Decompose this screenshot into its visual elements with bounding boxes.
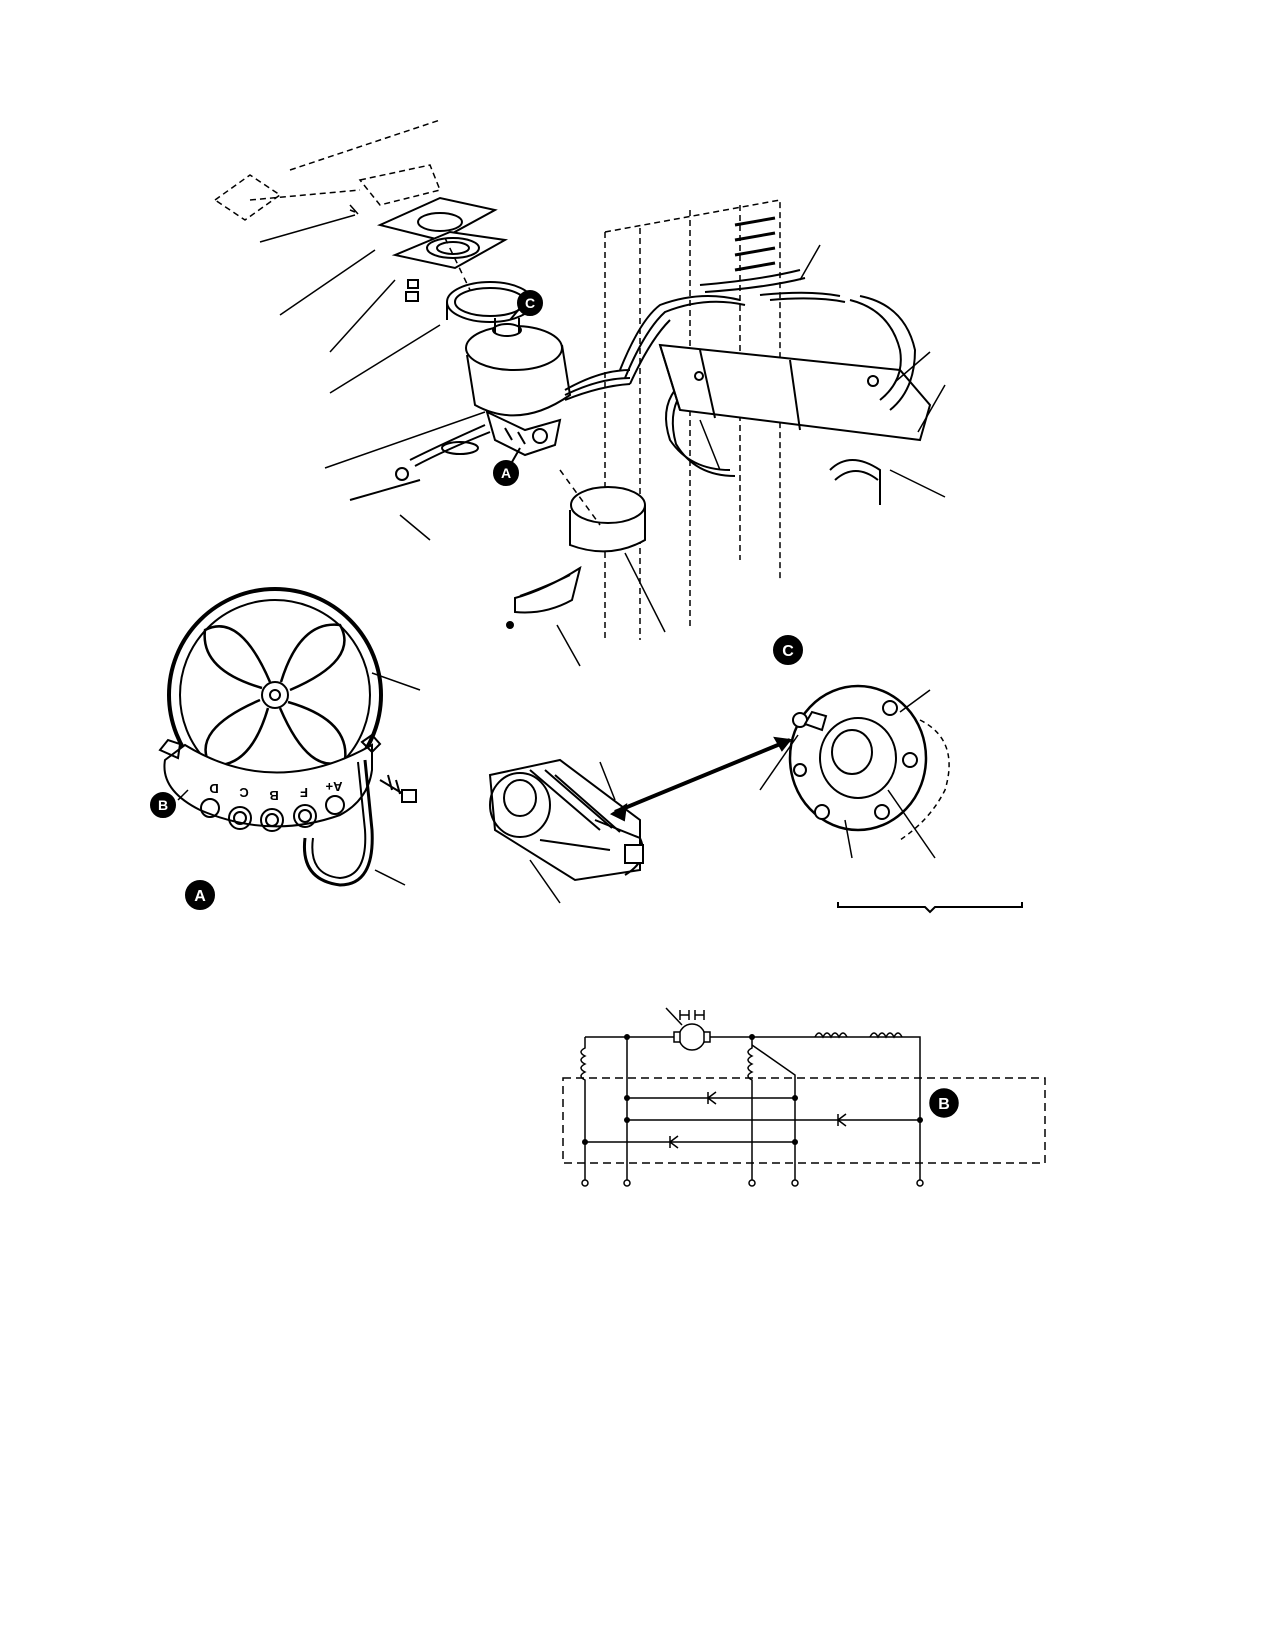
series-coils	[814, 1032, 903, 1039]
output-terminals	[581, 1179, 924, 1187]
motor-housing	[465, 318, 572, 457]
shunt-coil-right	[747, 1037, 754, 1180]
junction-dots	[582, 1034, 923, 1145]
svg-text:A+: A+	[325, 779, 342, 794]
terminal-posts	[200, 795, 345, 832]
svg-text:D: D	[209, 781, 218, 796]
fan-cover	[569, 486, 646, 553]
motor-symbol	[665, 1007, 711, 1051]
svg-text:F: F	[300, 785, 308, 800]
svg-text:C: C	[239, 785, 249, 800]
cross-member	[658, 295, 932, 505]
ring-axis-dashed	[444, 237, 471, 291]
bearing-flange	[788, 684, 950, 841]
ground-strap	[302, 759, 374, 887]
detail-a: D C B F A+ B A	[150, 587, 421, 910]
frame-louvers	[734, 216, 776, 272]
detail-c: C	[488, 635, 1023, 914]
double-arrow	[614, 738, 791, 814]
leader-lines	[259, 204, 946, 667]
callout-a-label: A	[185, 880, 215, 910]
detail-a-leaders	[177, 672, 421, 886]
mounting-frame	[213, 119, 781, 640]
fan-blades	[203, 623, 347, 767]
terminal-labels: D C B F A+	[209, 779, 342, 803]
detail-c-brace	[837, 902, 1023, 914]
main-assembly: C A	[213, 119, 946, 667]
armature	[488, 758, 644, 882]
shunt-coil-left	[580, 1037, 587, 1180]
svg-text:A: A	[194, 888, 206, 905]
diode-rows	[585, 1091, 920, 1149]
wire-harness	[349, 269, 846, 501]
svg-text:B: B	[158, 797, 168, 813]
callout-b-schematic: B	[929, 1088, 959, 1118]
callout-c-label: C	[773, 635, 803, 665]
schematic-b: B	[562, 1007, 1046, 1187]
svg-text:B: B	[269, 788, 278, 803]
mounting-tabs	[158, 733, 382, 760]
motor-axis-dashed	[559, 469, 601, 526]
dashed-enclosure	[562, 1077, 1046, 1164]
detail-c-leaders	[529, 689, 936, 904]
callout-a-top: A	[493, 447, 521, 486]
terminal-plate	[163, 743, 373, 828]
guard-plate	[506, 565, 582, 629]
nuts	[405, 279, 419, 302]
svg-text:A: A	[501, 465, 511, 481]
svg-text:C: C	[782, 643, 794, 660]
mounting-plate	[376, 196, 498, 242]
svg-text:B: B	[938, 1096, 950, 1113]
callout-c-top: C	[509, 290, 543, 321]
terminal-screw	[379, 774, 417, 803]
callout-b-fan: B	[150, 792, 176, 818]
svg-text:C: C	[525, 295, 535, 311]
